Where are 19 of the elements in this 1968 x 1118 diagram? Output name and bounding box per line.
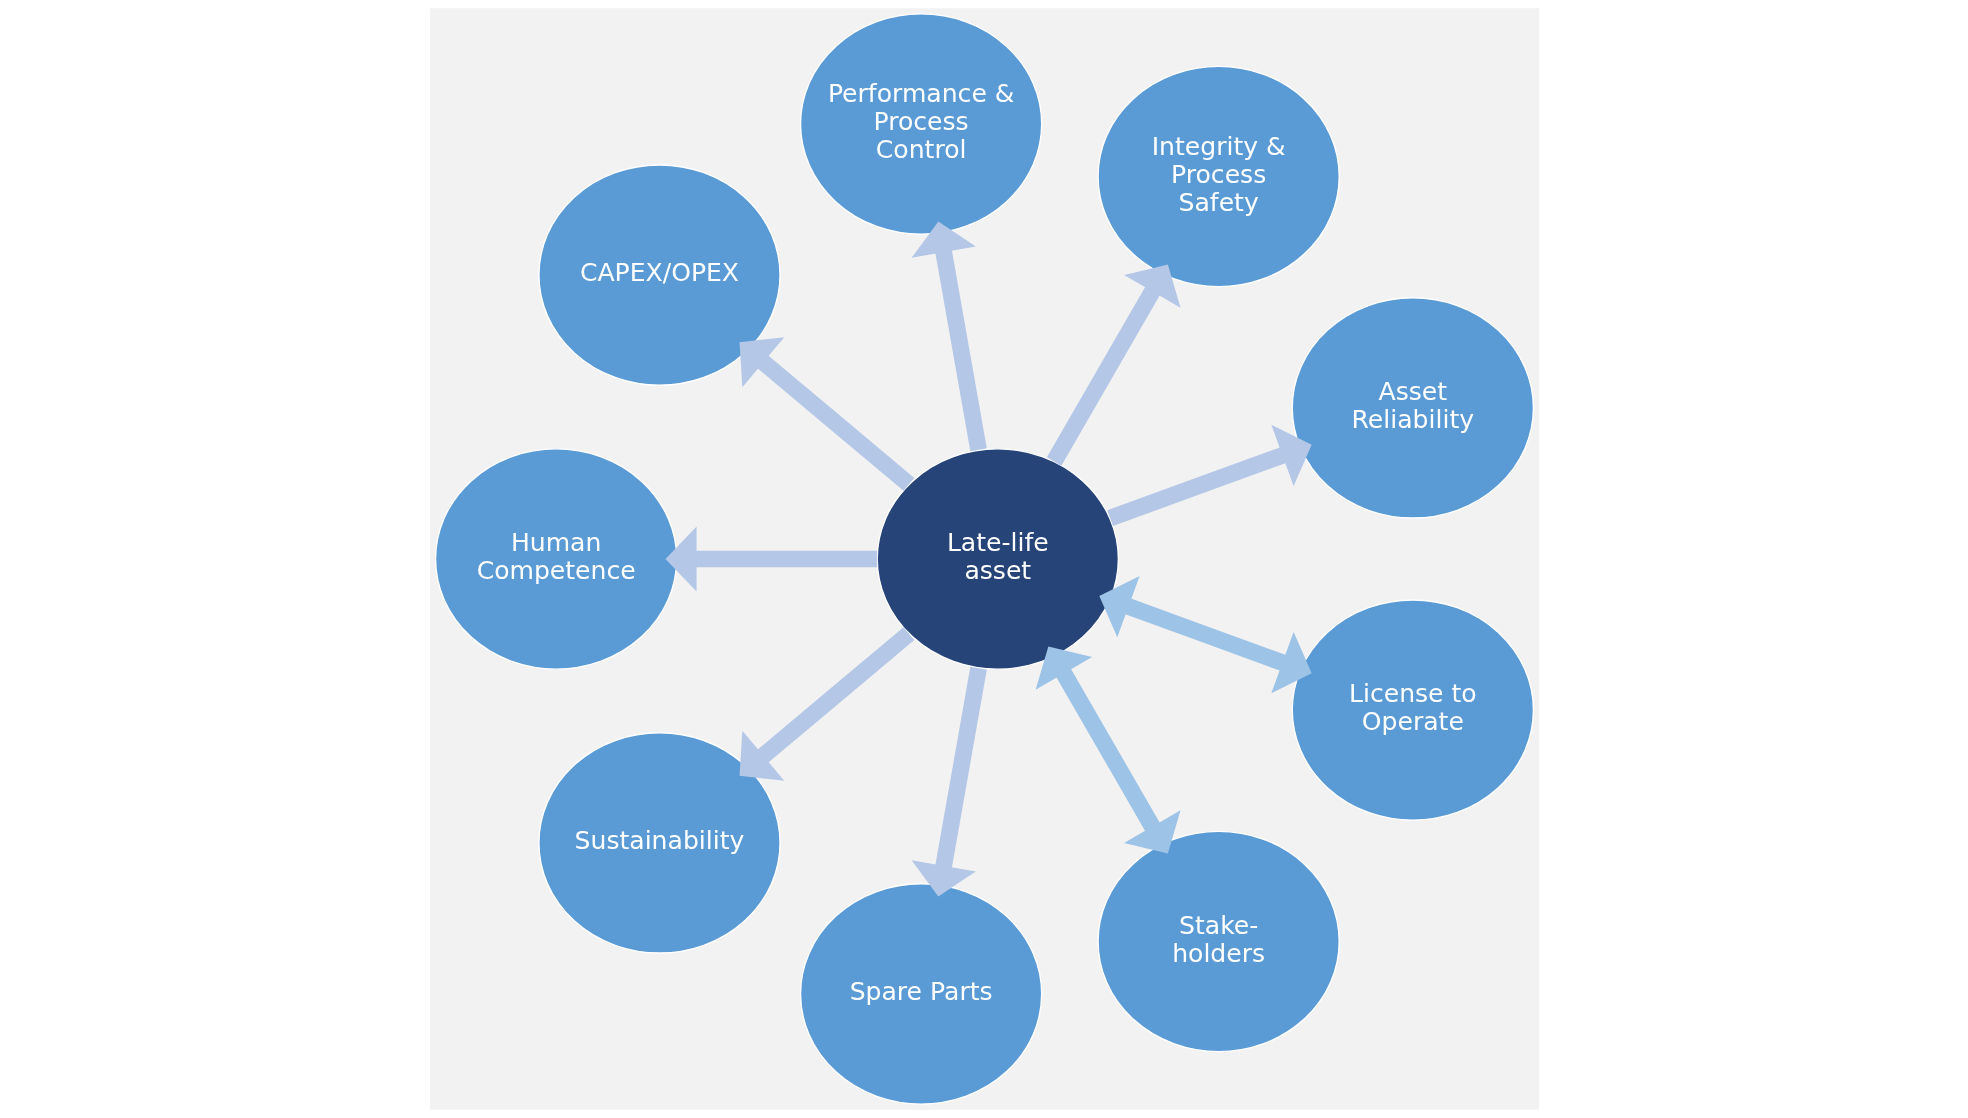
arrow	[665, 526, 877, 592]
arrow	[1046, 264, 1181, 466]
arrow	[911, 666, 987, 897]
node-circle: Stake- holders	[1096, 830, 1340, 1053]
node-circle: Sustainability	[537, 732, 781, 954]
node-circle: Performance & Process Control	[799, 13, 1042, 235]
node-circle: Asset Reliability	[1291, 297, 1534, 519]
arrow	[1098, 575, 1312, 694]
arrow	[1106, 424, 1312, 526]
node-circle: Human Competence	[434, 448, 677, 670]
arrow	[739, 627, 914, 781]
node-circle: Late-life asset	[876, 448, 1119, 670]
arrow	[1035, 646, 1181, 854]
arrow	[739, 337, 914, 491]
node-circle: CAPEX/OPEX	[537, 164, 781, 386]
node-circle: Integrity & Process Safety	[1096, 65, 1340, 288]
arrow	[911, 221, 987, 452]
node-circle: License to Operate	[1291, 599, 1534, 821]
node-circle: Spare Parts	[799, 883, 1042, 1105]
